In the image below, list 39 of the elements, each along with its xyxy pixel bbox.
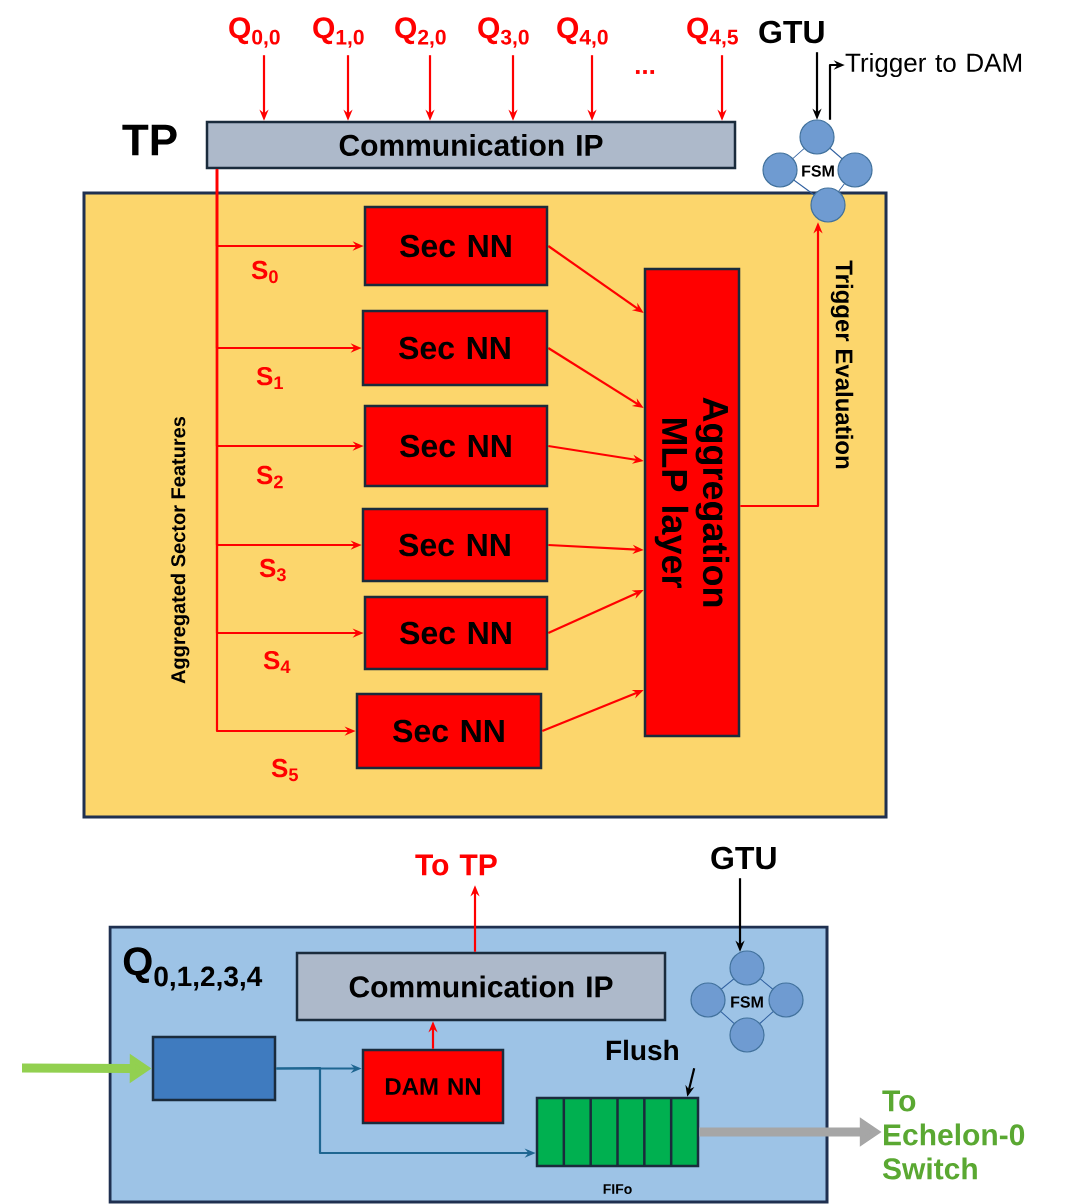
input-label: Q$_{0,0}$	[229, 17, 280, 48]
edge-label: S$_{5}$	[271, 758, 298, 782]
node-label: FSM	[731, 996, 763, 1008]
edge-label: S$_{3}$	[259, 558, 286, 582]
edge-label: S$_{1}$	[256, 366, 283, 390]
heading: TP	[122, 124, 177, 156]
aggregation-layer-box: Aggregation MLP layer	[643, 267, 741, 738]
node-label: FSM	[802, 165, 834, 177]
signal-label: Flush	[606, 1039, 678, 1061]
network-box: DAM NN	[361, 1048, 505, 1125]
communication-box: Communication IP	[295, 951, 667, 1022]
node-label: FIFo	[603, 1184, 632, 1194]
network-box: Sec NN	[363, 205, 549, 287]
input-label: Q$_{3,0}$	[478, 17, 529, 48]
input-label: Q$_{4,0}$	[557, 17, 608, 48]
edge-label: S$_{2}$	[256, 465, 283, 489]
fsm-diagram: FSM	[762, 119, 873, 223]
edge-label: S$_{0}$	[251, 260, 278, 284]
signal-label: GTU	[711, 846, 776, 870]
network-box: Sec NN	[361, 309, 549, 387]
signal-label: GTU	[759, 20, 824, 44]
communication-box: Communication IP	[205, 120, 737, 170]
network-box: Sec NN	[363, 404, 549, 488]
network-box: Sec NN	[355, 692, 543, 770]
fifo-buffer: FIFo	[535, 1096, 700, 1194]
network-box: Sec NN	[363, 595, 549, 671]
output-label: To Echelon-0 Switch	[882, 1090, 1025, 1180]
input-label: Q$_{4,5}$	[687, 17, 738, 48]
ellipsis: ...	[635, 70, 655, 74]
edge-label: Trigger Evaluation	[830, 260, 854, 469]
buffer-block	[151, 1035, 277, 1102]
network-box: Sec NN	[361, 507, 549, 583]
axis-label: Aggregated Sector Features	[170, 416, 190, 684]
output-label: To TP	[415, 854, 497, 876]
input-label: Q$_{2,0}$	[395, 17, 446, 48]
signal-label: Trigger to DAM	[845, 52, 1022, 78]
input-label: Q$_{1,0}$	[313, 17, 364, 48]
edge-label: S$_{4}$	[263, 650, 291, 674]
fsm-diagram: FSM	[690, 950, 804, 1053]
